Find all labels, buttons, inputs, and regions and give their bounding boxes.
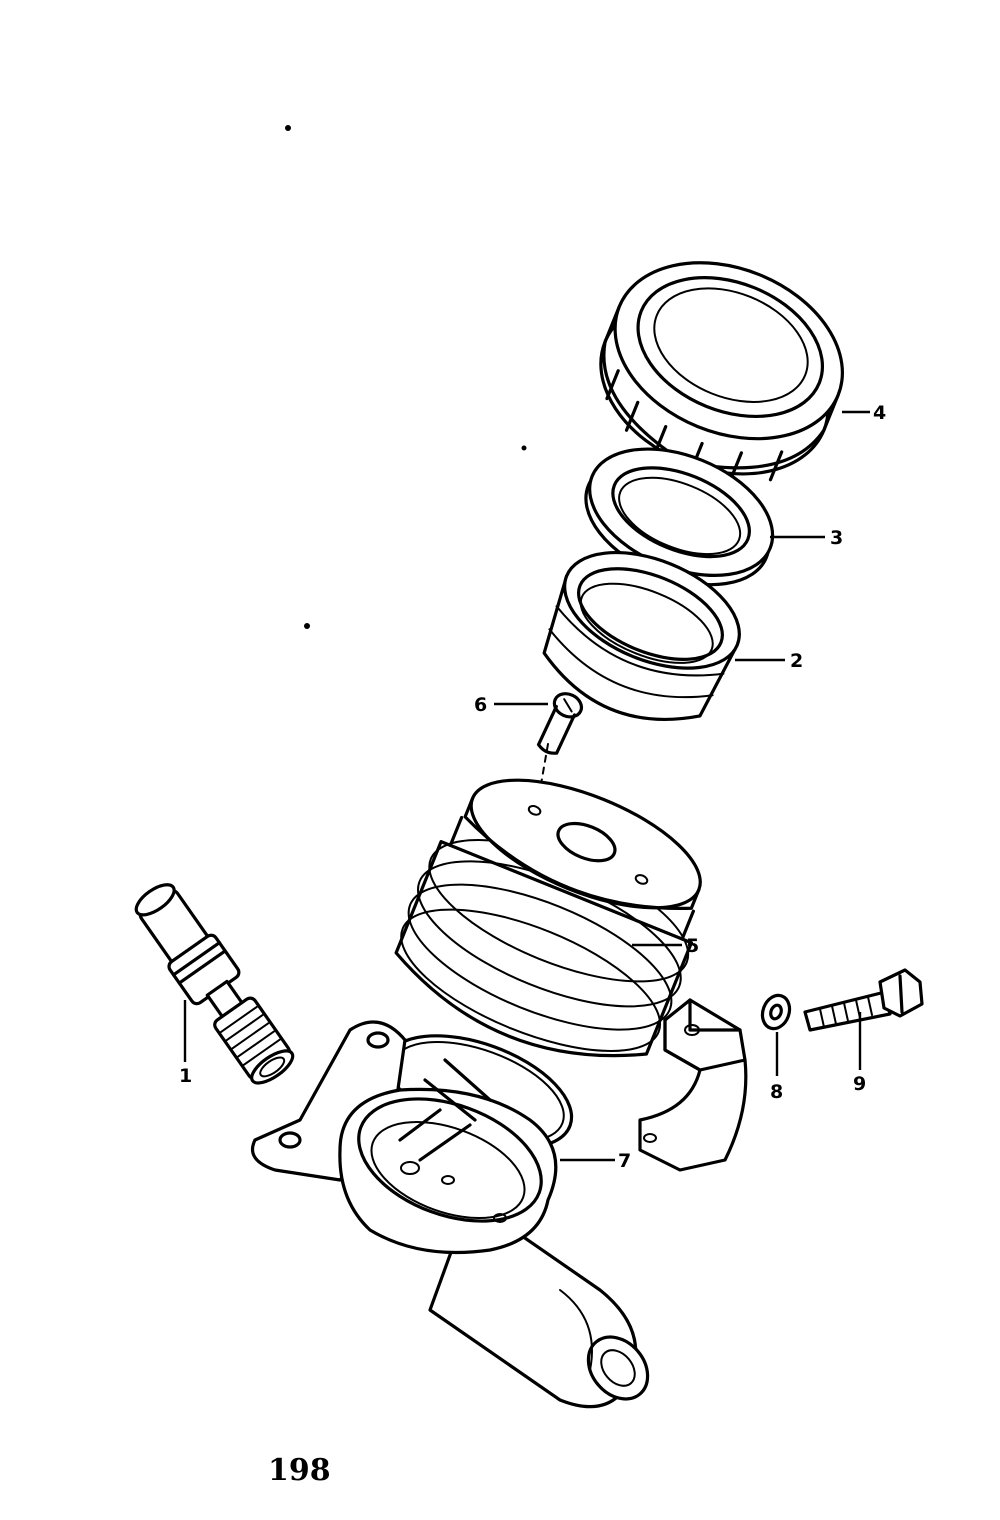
part-labels: 4 3 2 6 5 1 7 8 9 [179,402,886,1172]
part-label-9: 9 [853,1073,866,1095]
cylinder-body-icon [250,1020,650,1409]
part-label-1: 1 [179,1065,192,1087]
scan-specks [285,125,527,629]
hose-connector-icon [134,883,295,1085]
leader-lines [183,410,870,1162]
bolt-icon [803,968,924,1032]
washer-icon [760,993,792,1031]
part-label-4: 4 [873,402,886,424]
screw-icon [536,692,584,791]
page-number: 198 [268,1453,331,1488]
diaphragm-icon [394,778,702,1058]
part-label-8: 8 [770,1081,783,1103]
part-label-2: 2 [790,650,803,672]
clamp-bracket-icon [638,998,748,1172]
part-label-7: 7 [618,1150,631,1172]
part-label-5: 5 [686,935,699,957]
part-label-6: 6 [474,694,487,716]
reservoir-sleeve-icon [542,550,741,721]
part-label-3: 3 [830,527,843,549]
